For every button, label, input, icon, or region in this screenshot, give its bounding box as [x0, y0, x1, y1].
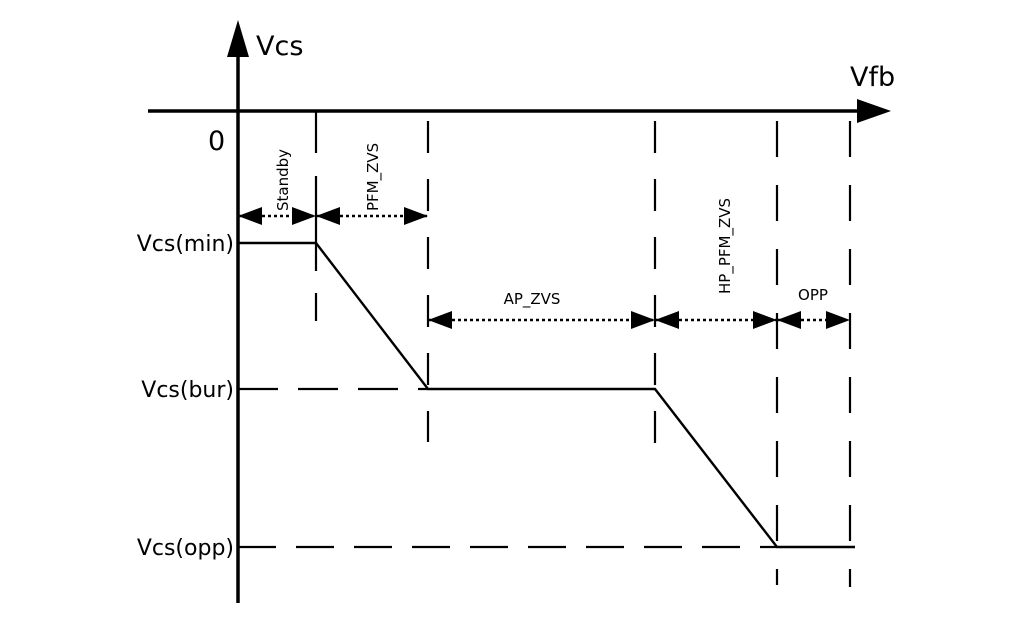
- mode-label-opp: OPP: [798, 286, 828, 304]
- mode-boundaries: [314, 111, 852, 587]
- level-guides: [238, 387, 777, 549]
- vcs-curve: [238, 241, 855, 549]
- level-label-vcs-min: Vcs(min): [137, 232, 234, 257]
- origin-label: 0: [208, 126, 225, 157]
- mode-spans: [238, 207, 850, 329]
- mode-label-pfm-zvs: PFM_ZVS: [364, 143, 383, 211]
- mode-label-standby: Standby: [274, 149, 292, 211]
- axes: [148, 20, 891, 603]
- y-axis-arrow-icon: [227, 20, 249, 57]
- x-axis-label: Vfb: [850, 62, 895, 93]
- y-axis-label: Vcs: [256, 31, 303, 62]
- level-label-vcs-bur: Vcs(bur): [141, 378, 234, 403]
- mode-label-hp-pfm-zvs: HP_PFM_ZVS: [716, 198, 735, 294]
- x-axis-arrow-icon: [857, 99, 891, 123]
- mode-label-ap-zvs: AP_ZVS: [504, 290, 561, 309]
- level-label-vcs-opp: Vcs(opp): [137, 536, 234, 561]
